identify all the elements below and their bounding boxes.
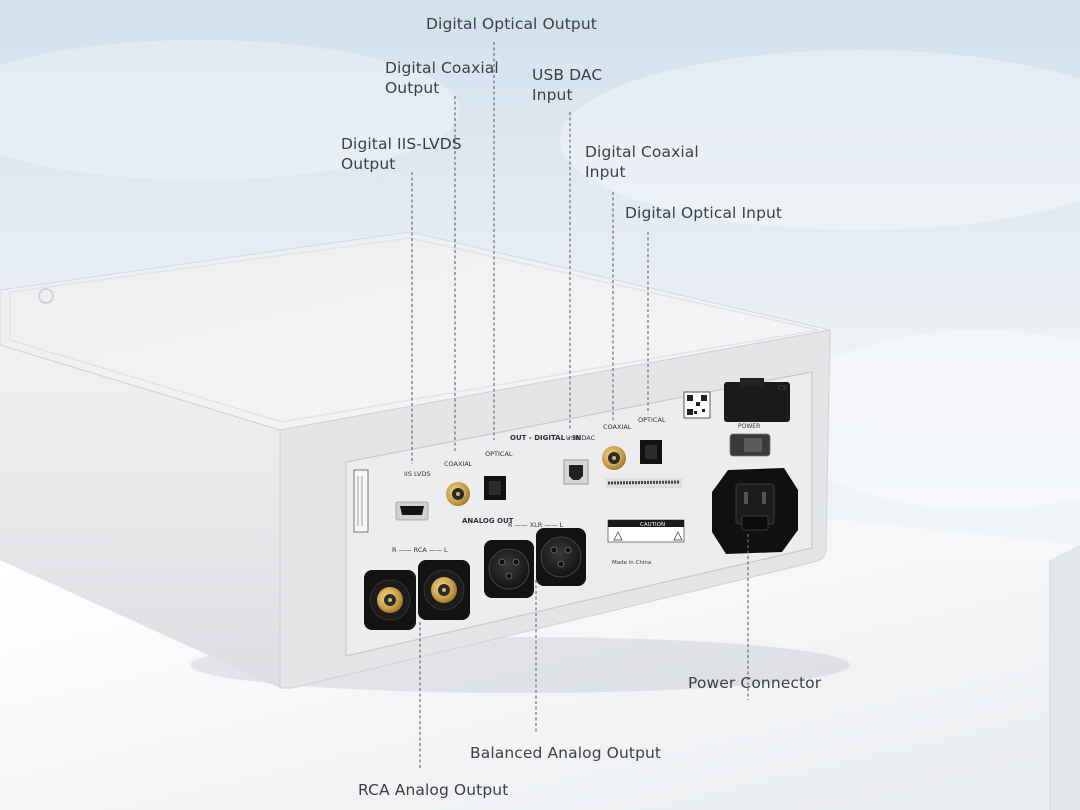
label-digital-coaxial-output: Digital Coaxial Output <box>385 59 499 97</box>
leader-lines <box>411 42 749 770</box>
label-digital-optical-input: Digital Optical Input <box>625 204 783 222</box>
caution-label: CAUTION <box>640 522 665 528</box>
rca-left-output <box>418 560 470 620</box>
optical-in-port <box>640 440 662 464</box>
optical-in-label: OPTICAL <box>638 416 666 424</box>
xlr-label: R —— XLR —— L <box>508 521 563 529</box>
label-balanced-analog-output: Balanced Analog Output <box>470 744 662 762</box>
label-digital-coaxial-input: Digital Coaxial Input <box>585 143 699 181</box>
optical-out-port <box>484 476 506 500</box>
spec-label: CAUTION <box>606 478 685 543</box>
label-rca-analog-output: RCA Analog Output <box>358 781 509 799</box>
dac-device: IIS LVDS COAXIAL OPTICAL OUT - DIGITAL -… <box>0 231 831 689</box>
label-digital-optical-output: Digital Optical Output <box>426 15 597 33</box>
power-label: POWER <box>738 423 760 430</box>
qr-code <box>683 391 711 419</box>
out-digital-in-label: OUT - DIGITAL - IN <box>510 434 581 442</box>
analog-out-label: ANALOG OUT <box>462 517 514 525</box>
usb-dac-port <box>563 459 589 485</box>
label-power-connector: Power Connector <box>688 674 822 692</box>
xlr-left-output <box>536 528 586 586</box>
xlr-right-output <box>484 540 534 598</box>
device-side <box>0 345 280 688</box>
coaxial-out-label: COAXIAL <box>444 460 473 468</box>
iis-lvds-port <box>395 501 429 521</box>
coaxial-in-port <box>602 446 626 470</box>
optical-out-label: OPTICAL <box>485 450 513 458</box>
svg-text:CE: CE <box>778 384 787 392</box>
power-switch <box>729 433 771 457</box>
made-in-label: Made in China <box>612 560 651 566</box>
label-digital-iis-lvds-output: Digital IIS-LVDS Output <box>341 135 462 173</box>
iis-lvds-label: IIS LVDS <box>404 470 431 478</box>
usb-dac-label: USB DAC <box>566 434 596 442</box>
coaxial-in-label: COAXIAL <box>603 423 632 431</box>
rca-right-output <box>364 570 416 630</box>
coaxial-out-port <box>446 482 470 506</box>
power-connector <box>712 468 798 554</box>
fuse-holder: CE <box>724 378 790 422</box>
rca-label: R —— RCA —— L <box>392 546 448 554</box>
label-usb-dac-input: USB DAC Input <box>532 66 603 104</box>
